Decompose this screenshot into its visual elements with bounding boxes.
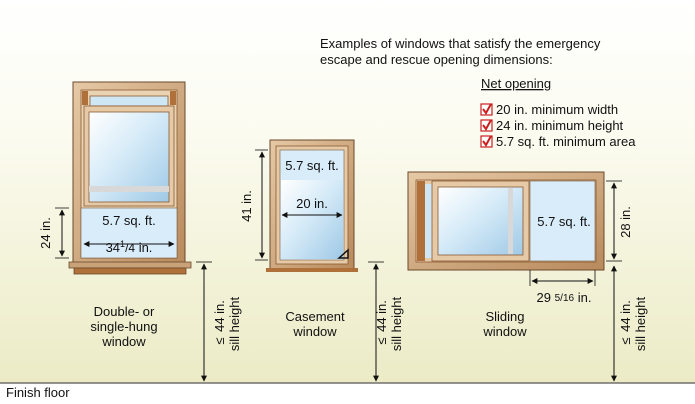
casement-sill-value: 44 in. xyxy=(374,300,389,332)
double-hung-sill-label: sill height xyxy=(227,297,242,352)
casement-name-2: window xyxy=(292,324,337,339)
double-hung-name-3: window xyxy=(101,334,146,349)
net-opening-title: Net opening xyxy=(481,76,551,91)
double-hung-sill-value: 44 in. xyxy=(212,300,227,332)
criterion-label: 24 in. minimum height xyxy=(496,118,624,133)
checkmark-icon xyxy=(482,135,492,147)
casement-sill-le: ≤ xyxy=(374,337,389,344)
casement-window xyxy=(266,139,358,272)
double-hung-height-label: 24 in. xyxy=(38,217,53,249)
double-hung-name-1: Double- or xyxy=(94,304,155,319)
casement-height-label: 41 in. xyxy=(239,190,254,222)
casement-width-label: 20 in. xyxy=(296,196,328,211)
checkmark-icon xyxy=(482,103,492,115)
double-hung-width-label: 341/4 in. xyxy=(106,239,153,255)
double-hung-name-2: single-hung xyxy=(90,319,157,334)
double-hung-window xyxy=(68,81,192,275)
criterion-label: 20 in. minimum width xyxy=(496,102,618,117)
criterion-height: 24 in. minimum height xyxy=(480,118,624,133)
casement-area-label: 5.7 sq. ft. xyxy=(285,158,338,173)
criterion-width: 20 in. minimum width xyxy=(480,102,618,117)
sliding-name-1: Sliding xyxy=(485,309,524,324)
criterion-label: 5.7 sq. ft. minimum area xyxy=(496,134,636,149)
checkbox-icon xyxy=(480,135,493,148)
checkbox-icon xyxy=(480,119,493,132)
criterion-area: 5.7 sq. ft. minimum area xyxy=(480,134,636,149)
casement-name-1: Casement xyxy=(285,309,345,324)
sliding-sill-le: ≤ xyxy=(618,337,633,344)
sliding-width-label: 29 5/16 in. xyxy=(537,290,592,305)
sliding-area-label: 5.7 sq. ft. xyxy=(537,214,590,229)
sliding-sill-label: sill height xyxy=(633,297,648,352)
crank-handle-icon xyxy=(337,248,349,259)
checkmark-icon xyxy=(482,119,492,131)
finish-floor-label: Finish floor xyxy=(6,385,70,400)
sliding-window xyxy=(407,171,605,271)
double-hung-sill-le: ≤ xyxy=(212,337,227,344)
checkbox-icon xyxy=(480,103,493,116)
sliding-name-2: window xyxy=(482,324,527,339)
header-line-1: Examples of windows that satisfy the eme… xyxy=(320,36,601,51)
double-hung-area-label: 5.7 sq. ft. xyxy=(102,213,155,228)
sliding-net-opening xyxy=(529,180,596,262)
sliding-height-label: 28 in. xyxy=(618,206,633,238)
casement-sill-label: sill height xyxy=(389,297,404,352)
double-hung-net-opening xyxy=(80,207,178,259)
header-line-2: escape and rescue opening dimensions: xyxy=(320,52,553,67)
sliding-sill-value: 44 in. xyxy=(618,300,633,332)
